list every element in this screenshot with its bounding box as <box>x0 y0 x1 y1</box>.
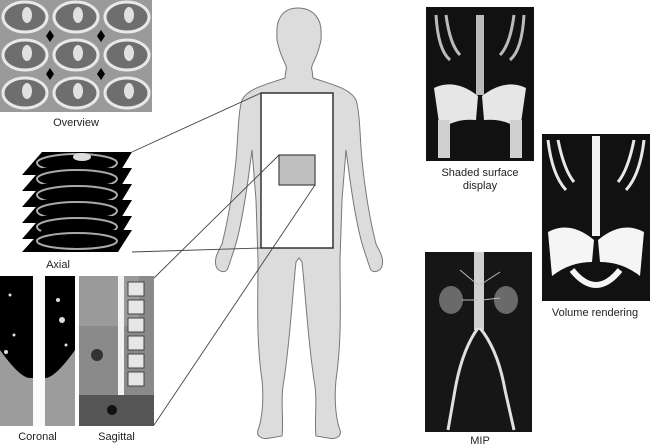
shaded-surface-label: Shaded surface display <box>441 167 519 192</box>
coronal-label: Coronal <box>18 431 57 443</box>
mip-label: MIP <box>470 435 490 447</box>
mip-image <box>425 252 532 432</box>
subregion-box <box>278 154 316 186</box>
overview-image <box>0 0 152 112</box>
overview-label: Overview <box>53 117 99 129</box>
axial-label: Axial <box>46 259 70 271</box>
sagittal-image <box>79 276 154 426</box>
coronal-image <box>0 276 75 426</box>
volume-rendering-image <box>542 134 650 301</box>
sagittal-label: Sagittal <box>98 431 135 443</box>
volume-rendering-label: Volume rendering <box>551 307 639 319</box>
axial-image-stack <box>22 152 132 252</box>
connector-lines <box>131 92 316 426</box>
shaded-surface-image <box>426 7 534 161</box>
